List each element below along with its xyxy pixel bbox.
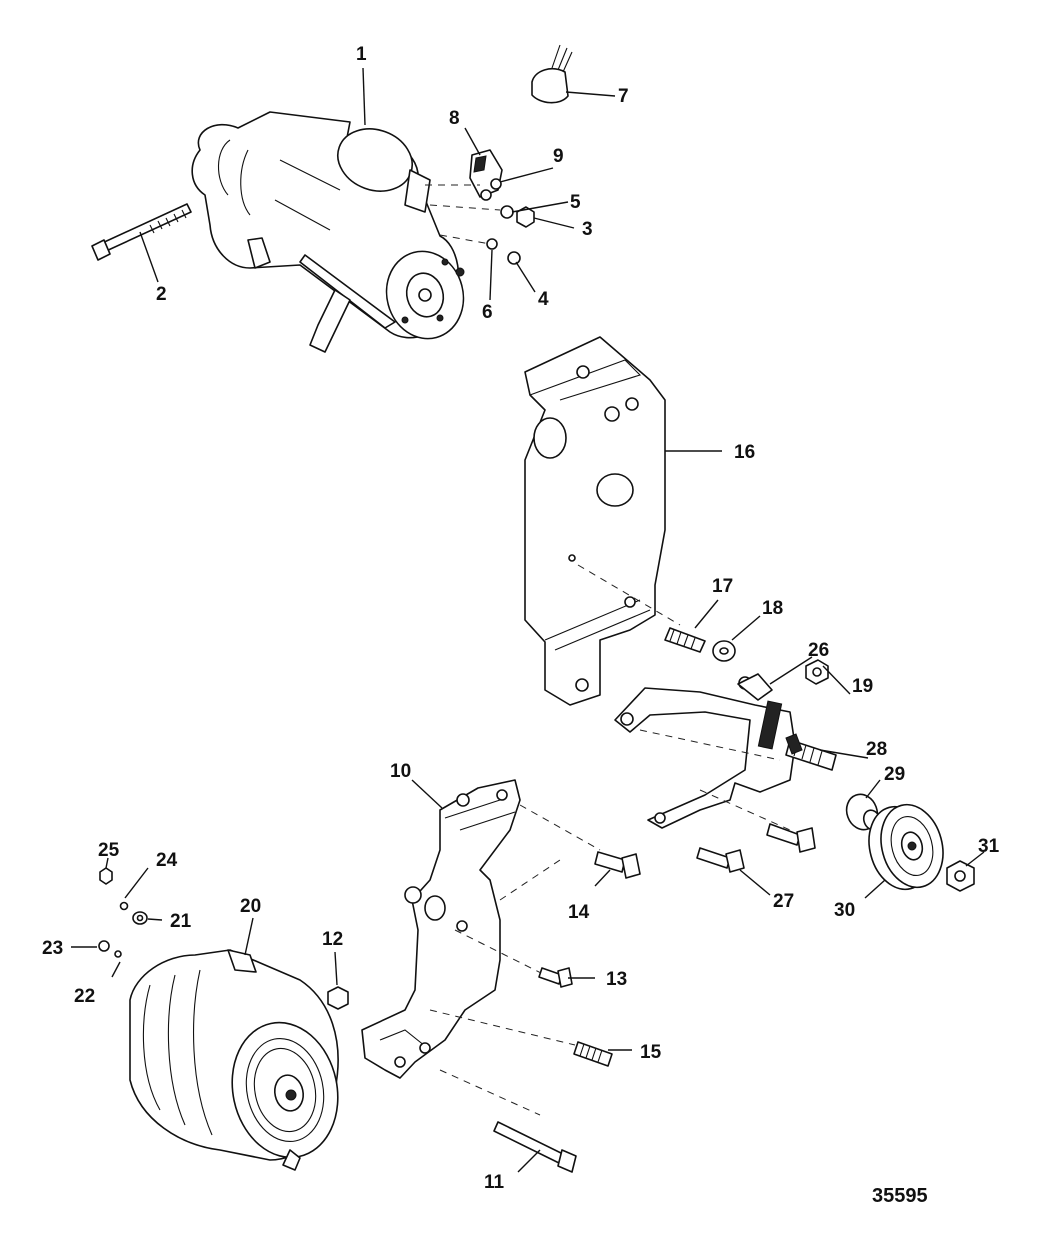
starter-motor — [191, 111, 465, 353]
terminal-boot — [531, 44, 573, 104]
callout-6: 6 — [482, 302, 493, 323]
alternator-pivot-bolt — [493, 1121, 577, 1173]
pulley-nut — [946, 860, 975, 892]
alternator-bracket-bolt-13 — [538, 967, 573, 988]
callout-19: 19 — [852, 676, 873, 697]
alternator-stud — [573, 1041, 613, 1067]
callout-13: 13 — [606, 969, 627, 990]
starter-small-hardware — [486, 178, 535, 265]
alternator-small-hardware — [98, 867, 148, 958]
callout-17: 17 — [712, 576, 733, 597]
callout-31: 31 — [978, 836, 1000, 857]
idler-nut — [805, 659, 829, 685]
callout-4: 4 — [538, 289, 549, 310]
mounting-bracket — [524, 336, 666, 706]
callout-21: 21 — [170, 911, 192, 932]
callout-16: 16 — [734, 442, 755, 463]
alternator-bracket-bolt-14 — [594, 851, 641, 879]
callout-30: 30 — [834, 900, 855, 921]
idler-pulley — [868, 803, 944, 891]
callout-1: 1 — [356, 44, 367, 65]
callout-3: 3 — [582, 219, 593, 240]
idler-bracket-bolts — [696, 823, 816, 873]
callout-28: 28 — [866, 739, 887, 760]
alternator-bracket — [361, 779, 521, 1079]
callout-2: 2 — [156, 284, 167, 305]
idler-spacer — [845, 793, 882, 831]
callout-12: 12 — [322, 929, 343, 950]
callout-5: 5 — [570, 192, 581, 213]
figure-number: 35595 — [872, 1185, 928, 1207]
callout-18: 18 — [762, 598, 783, 619]
leader-lines — [71, 67, 985, 1173]
callout-labels: 1 2 3 4 5 6 7 8 9 10 11 12 13 14 15 16 1… — [42, 44, 1000, 1193]
bracket-stud-and-washer — [664, 627, 736, 662]
callout-8: 8 — [449, 108, 460, 129]
alternator-pivot-nut — [327, 986, 349, 1010]
callout-25: 25 — [98, 840, 120, 861]
callout-10: 10 — [390, 761, 411, 782]
callout-15: 15 — [640, 1042, 662, 1063]
callout-9: 9 — [553, 146, 564, 167]
solenoid-terminal-bracket — [469, 149, 503, 201]
alternator — [129, 949, 339, 1171]
callout-23: 23 — [42, 938, 63, 959]
callout-20: 20 — [240, 896, 261, 917]
callout-11: 11 — [484, 1172, 505, 1193]
idler-bracket — [614, 673, 796, 829]
callout-24: 24 — [156, 850, 178, 871]
starter-through-bolt — [91, 203, 192, 261]
callout-22: 22 — [74, 986, 95, 1007]
callout-26: 26 — [808, 640, 829, 661]
callout-14: 14 — [568, 902, 590, 923]
callout-27: 27 — [773, 891, 794, 912]
callout-29: 29 — [884, 764, 905, 785]
callout-7: 7 — [618, 86, 629, 107]
